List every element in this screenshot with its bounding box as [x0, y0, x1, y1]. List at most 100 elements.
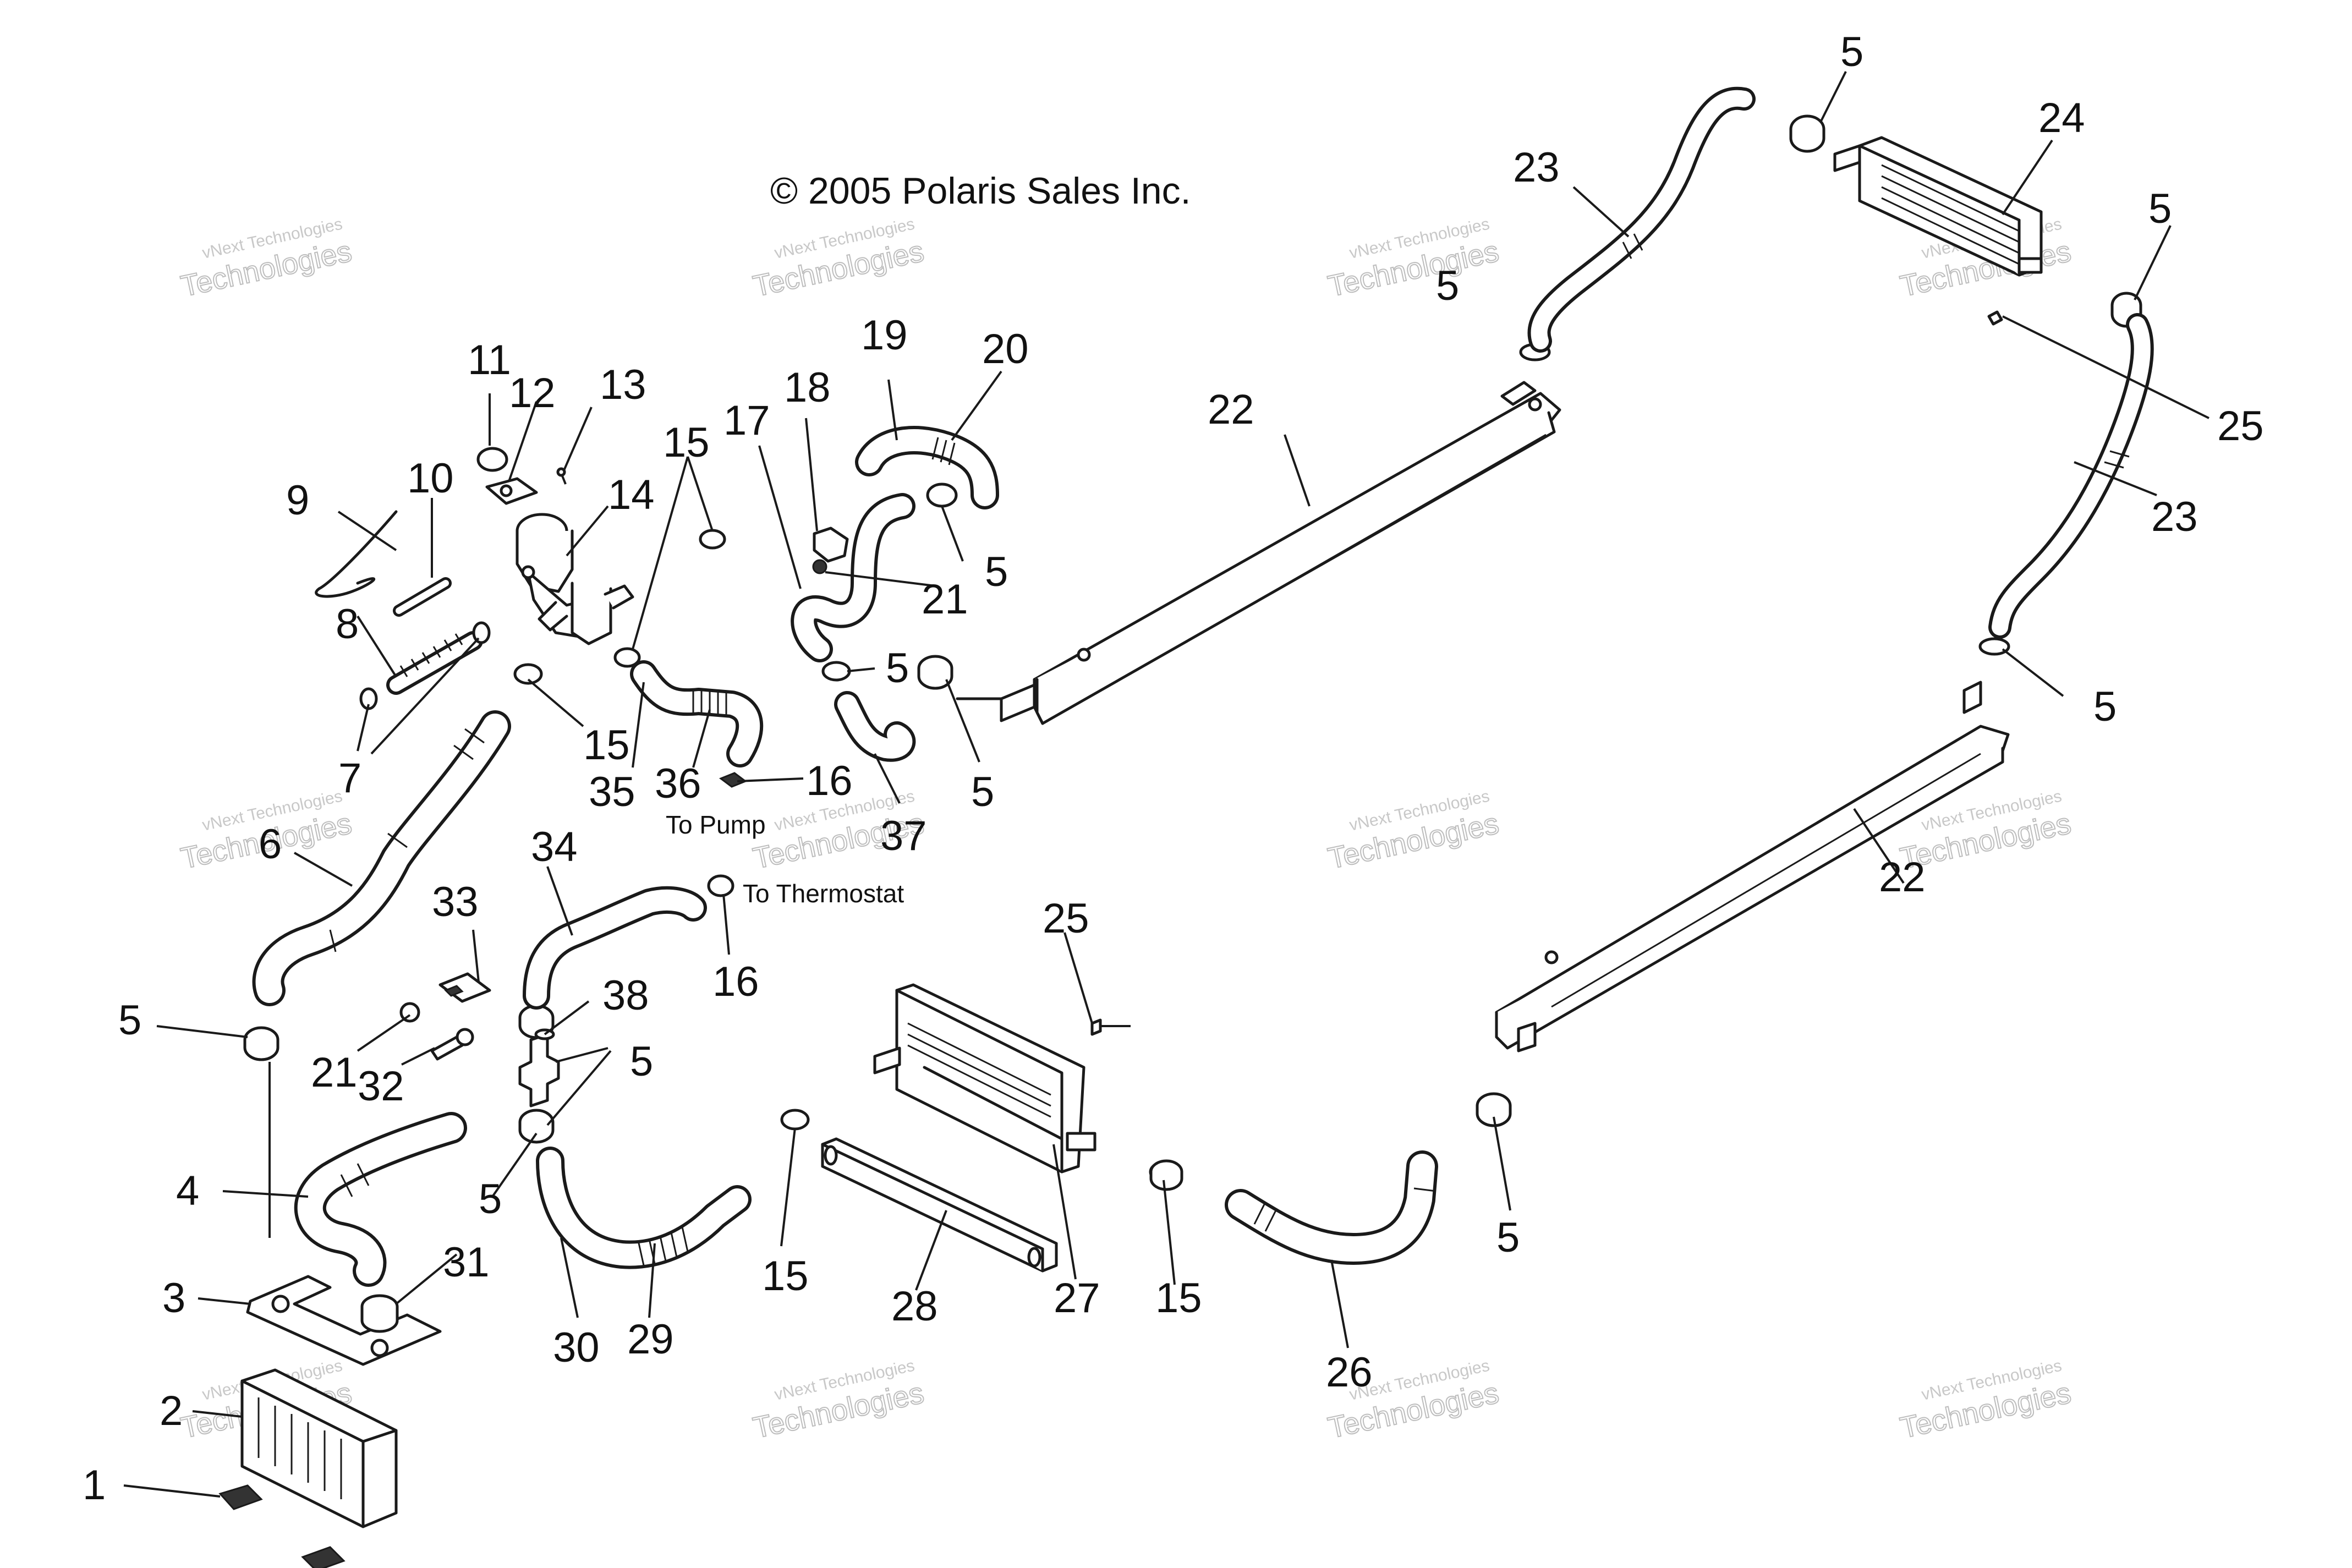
callout-2: 2 [160, 1388, 183, 1434]
part-8-hose [386, 631, 483, 695]
part-32-bolt [430, 1028, 474, 1061]
clamp [1789, 114, 1825, 153]
callout-36: 36 [655, 760, 701, 807]
clamp [243, 1026, 279, 1061]
callout-9: 9 [286, 477, 309, 524]
part-16-clamp [719, 772, 748, 788]
callout-5: 5 [1840, 29, 1863, 75]
part-15-clamp-right [1149, 1159, 1183, 1191]
callout-23: 23 [2151, 494, 2198, 540]
leader-lines [123, 71, 2210, 1498]
callout-13: 13 [600, 361, 646, 408]
part-27-exchanger [873, 983, 1096, 1174]
part-28-bar [821, 1137, 1058, 1273]
callout-37: 37 [880, 813, 927, 859]
callout-5: 5 [971, 769, 994, 815]
clamp [926, 483, 958, 508]
callout-5: 5 [2093, 683, 2117, 730]
callout-6: 6 [259, 821, 282, 868]
callout-15: 15 [762, 1253, 809, 1300]
note-to-pump: To Pump [666, 810, 766, 839]
callout-7: 7 [338, 755, 361, 802]
part-21-nut [399, 559, 827, 1023]
part-7-clamps [359, 621, 491, 710]
callout-24: 24 [2038, 95, 2085, 141]
parts [218, 86, 2154, 1568]
callout-5: 5 [886, 645, 909, 692]
part-25-screw-upper [1987, 310, 2003, 326]
callout-29: 29 [627, 1316, 674, 1363]
callout-19: 19 [861, 312, 908, 359]
callout-5: 5 [118, 997, 141, 1044]
callout-15: 15 [1155, 1275, 1202, 1322]
callout-34: 34 [531, 824, 578, 870]
callout-8: 8 [336, 601, 359, 648]
clamp [821, 661, 851, 682]
part-2-cooler [240, 1368, 398, 1528]
callout-25: 25 [1043, 895, 1089, 942]
callout-16: 16 [806, 758, 853, 804]
clamp [518, 1109, 555, 1144]
callout-33: 33 [432, 879, 479, 925]
callout-21: 21 [922, 576, 968, 623]
callout-5: 5 [630, 1038, 653, 1085]
copyright-text: © 2005 Polaris Sales Inc. [770, 170, 1191, 212]
part-19-20-hose [855, 426, 999, 509]
callout-35: 35 [589, 769, 635, 815]
part-18-clip [813, 527, 849, 563]
part-5-clamps [243, 114, 2142, 1144]
part-22-rail-lower [1495, 681, 2010, 1052]
callout-26: 26 [1326, 1349, 1373, 1396]
part-6-hose [252, 710, 511, 1006]
callout-32: 32 [358, 1063, 404, 1110]
part-3-bracket [246, 1275, 442, 1366]
part-31-grommet [360, 1294, 399, 1333]
callout-20: 20 [982, 326, 1029, 372]
callout-5: 5 [2148, 185, 2172, 232]
callout-18: 18 [784, 364, 831, 411]
part-13-pin [556, 467, 567, 485]
callout-14: 14 [608, 472, 655, 518]
part-9-strap [315, 510, 398, 598]
part-16-clamp-lower [707, 874, 734, 897]
part-24-exchanger [1833, 136, 2043, 277]
part-23-hose-upper [1527, 86, 1756, 353]
part-17-hose [791, 493, 915, 662]
callout-22: 22 [1879, 854, 1926, 901]
part-23-hose-right [1988, 313, 2154, 639]
callout-5: 5 [479, 1176, 502, 1222]
callout-16: 16 [712, 958, 759, 1005]
part-37-elbow [834, 691, 916, 762]
callout-21: 21 [311, 1049, 358, 1096]
callout-10: 10 [407, 455, 454, 502]
part-11-oring [476, 447, 508, 472]
part-4-hose [294, 1112, 467, 1287]
callout-15: 15 [663, 419, 710, 466]
note-to-thermostat: To Thermostat [743, 879, 904, 908]
callout-3: 3 [162, 1275, 185, 1322]
part-12-gasket [485, 477, 538, 505]
part-38-tee [518, 1028, 560, 1108]
callout-5: 5 [985, 549, 1008, 595]
clamp [1476, 1092, 1512, 1127]
part-26-hose [1225, 1150, 1438, 1265]
callout-22: 22 [1208, 386, 1254, 433]
callout-4: 4 [176, 1167, 199, 1214]
callout-28: 28 [891, 1283, 938, 1330]
callout-5: 5 [1436, 262, 1459, 309]
callout-17: 17 [723, 397, 770, 444]
part-29-30-hose [536, 1147, 752, 1269]
callout-38: 38 [602, 972, 649, 1019]
part-14-housing [516, 513, 634, 645]
callout-11: 11 [468, 337, 511, 383]
clamp [917, 655, 953, 690]
part-10-tube [393, 577, 452, 617]
callouts: 1 2 3 4 5 5 5 5 5 5 5 5 5 5 5 5 5 5 6 7 … [83, 29, 2264, 1509]
part-22-rail-upper [956, 381, 1561, 725]
part-34-hose [523, 886, 707, 1010]
